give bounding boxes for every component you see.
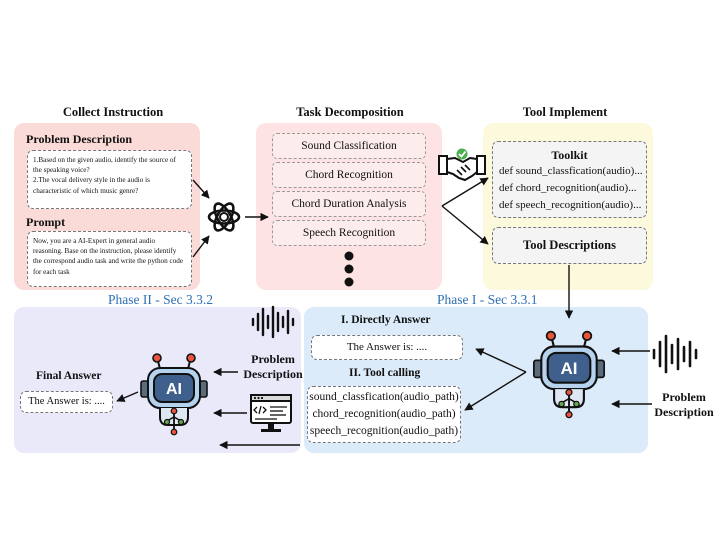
directly-answer-heading: I. Directly Answer	[341, 314, 431, 326]
toolkit-line-sound: def sound_classfication(audio)...	[499, 165, 643, 177]
arrow-robot-to-direct-answer	[475, 348, 527, 373]
arrow-robot-to-tool-calling	[464, 371, 527, 411]
arrow-problem-to-llm	[192, 179, 210, 199]
toolkit-line-speech: def speech_recognition(audio)...	[499, 199, 642, 211]
tool-call-chord: chord_recognition(audio_path)	[312, 408, 456, 420]
toolkit-line-chord: def chord_recognition(audio)...	[499, 182, 637, 194]
phase-i-description-word: Description	[654, 405, 714, 419]
task-sound-classification: Sound Classification	[272, 133, 426, 159]
arrow-prompt-to-llm	[192, 235, 210, 258]
phase-ii-label: Phase II - Sec 3.3.2	[108, 292, 213, 307]
tool-descriptions-box: Tool Descriptions	[492, 227, 647, 264]
arrow-robot-to-final-answer	[116, 391, 139, 402]
task-chord-recognition: Chord Recognition	[272, 162, 426, 188]
phase-i-label: Phase I - Sec 3.3.1	[437, 292, 538, 307]
tool-call-speech: speech_recognition(audio_path)	[309, 425, 459, 437]
phase-i-problem-description-label: Problem Description	[648, 390, 720, 420]
phase-ii-soundwave-icon	[251, 305, 295, 339]
code-monitor-icon	[250, 394, 292, 432]
tool-calling-box: sound_classfication(audio_path) chord_re…	[307, 386, 461, 443]
tool-calling-heading: II. Tool calling	[349, 367, 421, 379]
more-tasks-ellipsis	[344, 251, 354, 287]
toolkit-box: Toolkit def sound_classfication(audio)..…	[492, 141, 647, 218]
final-answer-heading: Final Answer	[36, 370, 102, 382]
final-answer-box: The Answer is: ....	[20, 391, 113, 413]
collect-instruction-title: Collect Instruction	[62, 105, 164, 119]
problem-description-heading: Problem Description	[26, 132, 133, 146]
task-chord-duration-analysis: Chord Duration Analysis	[272, 191, 426, 217]
toolkit-heading: Toolkit	[551, 148, 588, 162]
problem-description-box: 1.Based on the given audio, identify the…	[27, 150, 192, 209]
phase-i-robot-icon: AI	[532, 330, 606, 419]
prompt-text: Now, you are a AI-Expert in general audi…	[33, 237, 184, 276]
prompt-heading: Prompt	[26, 215, 66, 229]
handshake-icon	[438, 148, 486, 181]
problem-question-2: 2.The vocal delivery style in the audio …	[33, 176, 150, 195]
phase-ii-problem-word: Problem	[251, 352, 295, 366]
phase-ii-problem-description-label: Problem Description	[238, 352, 308, 382]
phase-ii-description-word: Description	[243, 367, 303, 381]
task-speech-recognition: Speech Recognition	[272, 220, 426, 246]
problem-question-1: 1.Based on the given audio, identify the…	[33, 156, 176, 175]
arrow-tasks-to-toolkit	[441, 177, 489, 207]
phase-ii-robot-icon: AI	[140, 353, 208, 436]
llm-logo-icon	[207, 202, 241, 232]
directly-answer-box: The Answer is: ....	[311, 335, 463, 360]
arrow-tasks-to-tool-descriptions	[441, 205, 489, 245]
phase-ii-robot-label: AI	[166, 381, 182, 398]
phase-i-soundwave-icon	[652, 334, 698, 374]
task-decomposition-title: Task Decomposition	[296, 105, 404, 119]
prompt-box: Now, you are a AI-Expert in general audi…	[27, 231, 192, 287]
phase-i-robot-label: AI	[560, 359, 577, 378]
phase-i-problem-word: Problem	[662, 390, 706, 404]
tool-call-sound: sound_classfication(audio_path)	[309, 391, 459, 403]
tool-implement-title: Tool Implement	[522, 105, 608, 119]
